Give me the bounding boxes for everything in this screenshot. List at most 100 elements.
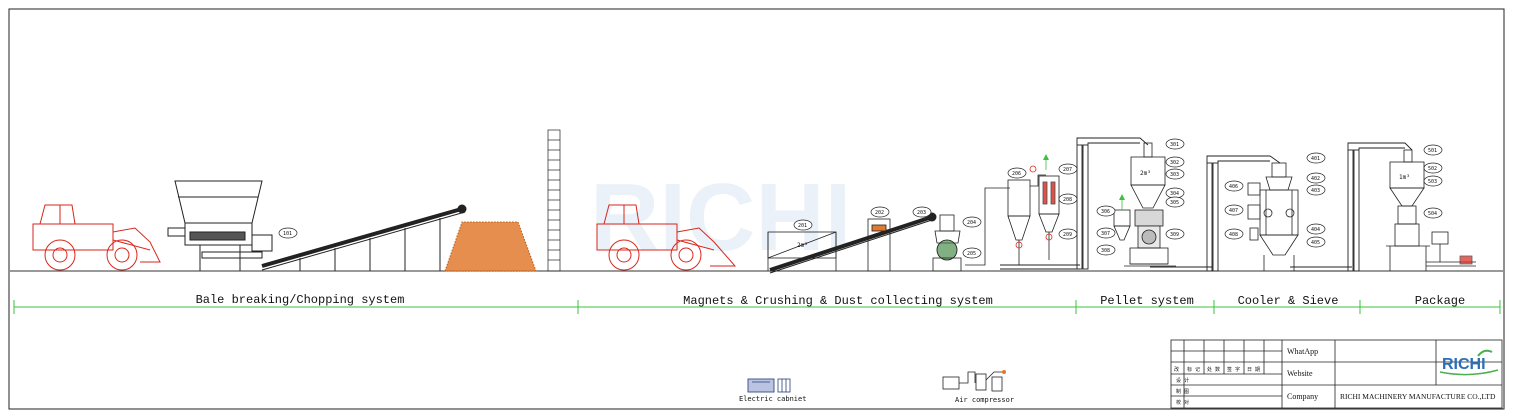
row-drawing: 制 图	[1176, 388, 1189, 395]
tag-403: 403	[1306, 184, 1326, 196]
svg-text:404: 404	[1311, 227, 1320, 233]
air-compressor-label: Air compressor	[955, 396, 1014, 404]
svg-text:307: 307	[1101, 231, 1110, 237]
rev-col-3: 签 字	[1227, 366, 1240, 373]
whatsapp-label: WhatApp	[1287, 347, 1318, 356]
tag-303: 303	[1165, 168, 1185, 180]
tag-205: 205	[962, 247, 982, 259]
svg-text:RICHI: RICHI	[1442, 356, 1486, 373]
watermark-text: RICHI	[590, 164, 851, 271]
svg-text:408: 408	[1229, 232, 1238, 238]
tag-208: 208	[1058, 193, 1078, 205]
section-label-crushing: Magnets & Crushing & Dust collecting sys…	[683, 294, 993, 308]
svg-text:406: 406	[1229, 184, 1238, 190]
packing-bin-501	[1386, 149, 1476, 271]
tag-302: 302	[1165, 156, 1185, 168]
svg-text:305: 305	[1170, 200, 1179, 206]
tag-306: 306	[1096, 205, 1116, 217]
dimension-line	[13, 300, 1501, 314]
svg-text:207: 207	[1063, 167, 1072, 173]
svg-text:503: 503	[1428, 179, 1437, 185]
material-pile	[444, 221, 537, 272]
belt-conveyor-2	[769, 212, 937, 274]
brick-wall	[547, 129, 561, 272]
magnet-202	[867, 218, 891, 272]
svg-text:405: 405	[1311, 240, 1320, 246]
tag-503: 503	[1423, 175, 1443, 187]
tag-408: 408	[1224, 228, 1244, 240]
bucket-elevator-4	[1150, 155, 1281, 272]
bale-breaker	[167, 180, 273, 271]
svg-text:205: 205	[967, 251, 976, 257]
svg-text:209: 209	[1063, 232, 1072, 238]
svg-text:304: 304	[1170, 191, 1179, 197]
rev-col-0: 改	[1174, 366, 1179, 373]
tag-305: 305	[1165, 196, 1185, 208]
tag-207: 207	[1058, 163, 1078, 175]
svg-text:401: 401	[1311, 156, 1320, 162]
tag-404: 404	[1306, 223, 1326, 235]
tag-301: 301	[1165, 138, 1185, 150]
pellet-bin-volume: 2m³	[1140, 170, 1151, 177]
tag-501: 501	[1423, 144, 1443, 156]
tag-502: 502	[1423, 162, 1443, 174]
bin-201	[767, 231, 837, 271]
electric-cabinet-icon	[747, 378, 791, 393]
svg-text:201: 201	[798, 223, 807, 229]
pulse-dust-filter	[1029, 154, 1060, 260]
electric-cabinet-label: Electric cabniet	[739, 395, 806, 403]
fan-406	[1247, 182, 1261, 241]
bin-201-volume: 2m³	[797, 242, 808, 249]
counterflow-cooler	[1259, 162, 1299, 271]
svg-text:309: 309	[1170, 232, 1179, 238]
conditioner-306	[1113, 194, 1131, 241]
svg-text:402: 402	[1311, 176, 1320, 182]
tag-402: 402	[1306, 172, 1326, 184]
pellet-bin-303	[1130, 142, 1166, 209]
rev-col-1: 标 记	[1187, 366, 1200, 373]
svg-text:502: 502	[1428, 166, 1437, 172]
title-block	[1170, 339, 1503, 409]
section-label-pellet: Pellet system	[1100, 294, 1194, 308]
tag-204: 204	[962, 216, 982, 228]
tag-309: 309	[1165, 228, 1185, 240]
row-check: 校 对	[1176, 399, 1189, 406]
section-label-cooler-sieve: Cooler & Sieve	[1238, 294, 1339, 308]
wheel-loader-1	[32, 204, 161, 271]
tag-307: 307	[1096, 227, 1116, 239]
tag-206: 206	[1007, 167, 1027, 179]
svg-text:308: 308	[1101, 248, 1110, 254]
svg-text:407: 407	[1229, 208, 1238, 214]
svg-text:403: 403	[1311, 188, 1320, 194]
company-label: Company	[1287, 392, 1318, 401]
air-compressor-icon	[942, 370, 1006, 392]
svg-text:501: 501	[1428, 148, 1437, 154]
tag-504: 504	[1423, 207, 1443, 219]
svg-text:208: 208	[1063, 197, 1072, 203]
svg-text:504: 504	[1428, 211, 1437, 217]
svg-text:204: 204	[967, 220, 976, 226]
svg-text:202: 202	[875, 210, 884, 216]
section-label-package: Package	[1415, 294, 1465, 308]
svg-text:206: 206	[1012, 171, 1021, 177]
hammer-mill-204	[932, 214, 962, 272]
pellet-mill	[1124, 209, 1176, 267]
svg-text:301: 301	[1170, 142, 1179, 148]
tag-202: 202	[870, 206, 890, 218]
svg-text:302: 302	[1170, 160, 1179, 166]
svg-text:203: 203	[917, 210, 926, 216]
company-name: RICHI MACHINERY MANUFACTURE CO.,LTD	[1340, 392, 1496, 401]
richi-logo: RICHI	[1439, 349, 1499, 376]
belt-conveyor-1	[261, 204, 467, 271]
tag-405: 405	[1306, 236, 1326, 248]
tag-209: 209	[1058, 228, 1078, 240]
rev-col-2: 处 数	[1207, 366, 1220, 373]
tag-101: 101	[278, 227, 298, 239]
website-label: Website	[1287, 369, 1313, 378]
svg-text:303: 303	[1170, 172, 1179, 178]
svg-text:306: 306	[1101, 209, 1110, 215]
tag-203: 203	[912, 206, 932, 218]
svg-text:101: 101	[283, 231, 292, 237]
tag-201: 201	[793, 219, 813, 231]
